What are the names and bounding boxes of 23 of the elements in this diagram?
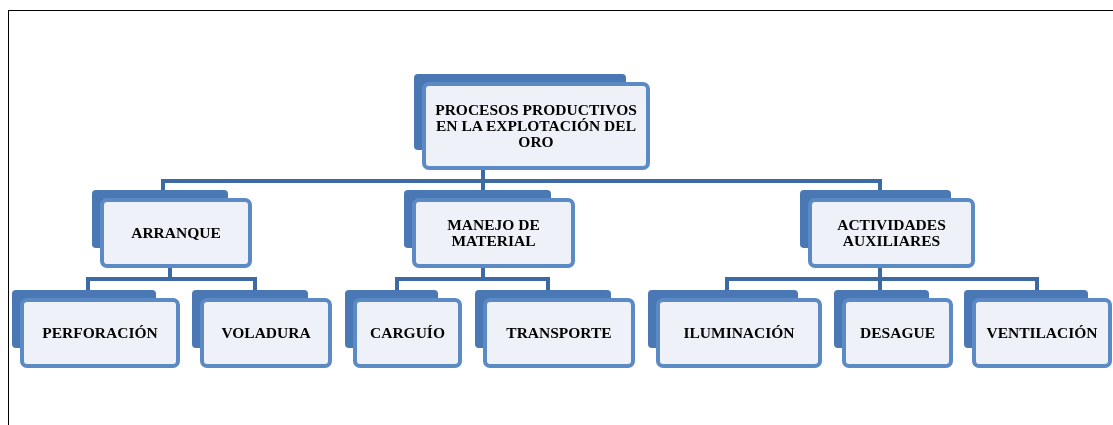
box-label: PERFORACIÓN xyxy=(42,325,158,341)
process-box xyxy=(345,290,462,368)
box-label: MANEJO DE MATERIAL xyxy=(446,217,541,249)
process-box xyxy=(964,290,1112,368)
box-label: VENTILACIÓN xyxy=(986,325,1098,341)
process-box xyxy=(834,290,953,368)
process-box xyxy=(475,290,635,368)
connector-line xyxy=(481,170,882,190)
process-box xyxy=(92,190,252,268)
process-box xyxy=(648,290,822,368)
box-label: TRANSPORTE xyxy=(506,325,612,341)
process-box xyxy=(192,290,332,368)
process-box xyxy=(414,74,650,170)
box-label: ILUMINACIÓN xyxy=(683,325,795,341)
box-label: VOLADURA xyxy=(221,325,311,341)
process-box xyxy=(800,190,975,268)
box-label: PROCESOS PRODUCTIVOS EN LA EXPLOTACIÓN DEL ORO xyxy=(434,102,638,150)
process-box xyxy=(12,290,180,368)
box-label: DESAGUE xyxy=(860,325,935,341)
box-label: ACTIVIDADES AUXILIARES xyxy=(836,217,947,249)
process-box xyxy=(404,190,575,268)
box-label: ARRANQUE xyxy=(131,225,221,241)
box-label: CARGUÍO xyxy=(370,325,445,341)
